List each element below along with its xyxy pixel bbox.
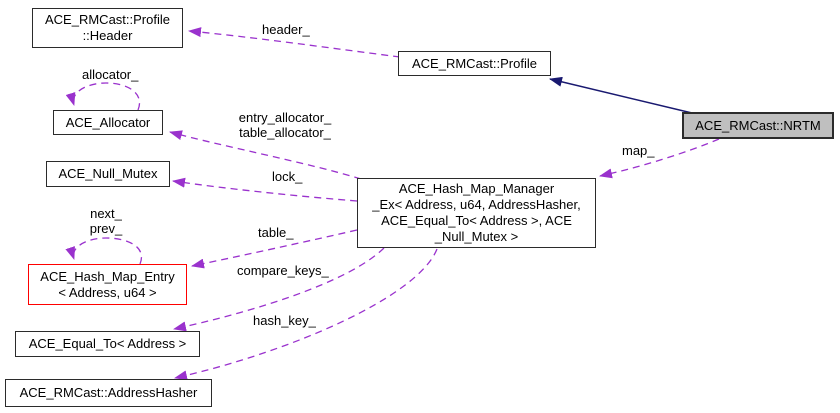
edge-label-entry-table-allocator: entry_allocator_ table_allocator_ [230, 110, 340, 140]
edge-entry-table-allocator [169, 130, 362, 180]
edge-label-prev: prev_ [89, 221, 123, 236]
node-label: ::Header [82, 28, 133, 43]
edge-allocator-self-loop [65, 82, 141, 111]
edge-label-next-prev: next_ prev_ [76, 206, 136, 236]
node-label: ACE_Equal_To< Address > [28, 336, 187, 351]
edge-label-next: next_ [90, 206, 122, 221]
edge-hash-key [174, 248, 438, 381]
node-ace-null-mutex[interactable]: ACE_Null_Mutex [46, 161, 170, 187]
node-label: ACE_Equal_To< Address >, ACE [381, 213, 572, 228]
edge-next-prev-self-loop [65, 237, 143, 265]
node-ace-rmcast-profile[interactable]: ACE_RMCast::Profile [398, 51, 551, 76]
edge-inheritance-nrtm-profile [549, 76, 693, 114]
node-ace-equal-to[interactable]: ACE_Equal_To< Address > [15, 331, 200, 357]
edge-label-table-allocator: table_allocator_ [239, 125, 331, 140]
node-label: < Address, u64 > [58, 284, 157, 300]
node-label: ACE_RMCast::Profile [45, 12, 170, 27]
node-label: ACE_RMCast::AddressHasher [19, 385, 198, 400]
node-label: ACE_Hash_Map_Entry [40, 268, 175, 284]
edge-label-map: map_ [622, 143, 655, 158]
edge-label-header: header_ [262, 22, 310, 37]
node-label: _Null_Mutex > [434, 229, 519, 244]
node-ace-rmcast-nrtm[interactable]: ACE_RMCast::NRTM [682, 112, 834, 139]
node-label: ACE_RMCast::Profile [412, 55, 537, 71]
edge-label-compare-keys: compare_keys_ [237, 263, 329, 278]
edge-label-lock: lock_ [272, 169, 303, 184]
node-ace-allocator[interactable]: ACE_Allocator [53, 110, 163, 135]
node-label: ACE_Allocator [65, 114, 151, 130]
edge-map [599, 138, 720, 179]
node-ace-rmcast-addresshasher[interactable]: ACE_RMCast::AddressHasher [5, 379, 212, 407]
edge-label-table: table_ [258, 225, 294, 240]
node-label: ACE_Hash_Map_Manager [398, 181, 555, 196]
edge-header [188, 27, 401, 58]
edge-table [191, 229, 358, 269]
node-ace-hash-map-entry[interactable]: ACE_Hash_Map_Entry < Address, u64 > [28, 264, 187, 305]
edge-compare-keys [173, 247, 385, 332]
edge-label-allocator: allocator_ [82, 67, 139, 82]
node-ace-rmcast-profile-header[interactable]: ACE_RMCast::Profile ::Header [32, 8, 183, 48]
node-ace-hash-map-manager-ex[interactable]: ACE_Hash_Map_Manager _Ex< Address, u64, … [357, 178, 596, 248]
node-label: ACE_Null_Mutex [58, 166, 158, 181]
edge-label-entry-allocator: entry_allocator_ [238, 110, 332, 125]
edge-label-hash-key: hash_key_ [253, 313, 316, 328]
node-label: _Ex< Address, u64, AddressHasher, [372, 197, 581, 212]
node-label: ACE_RMCast::NRTM [695, 117, 821, 133]
edge-lock [172, 177, 358, 202]
